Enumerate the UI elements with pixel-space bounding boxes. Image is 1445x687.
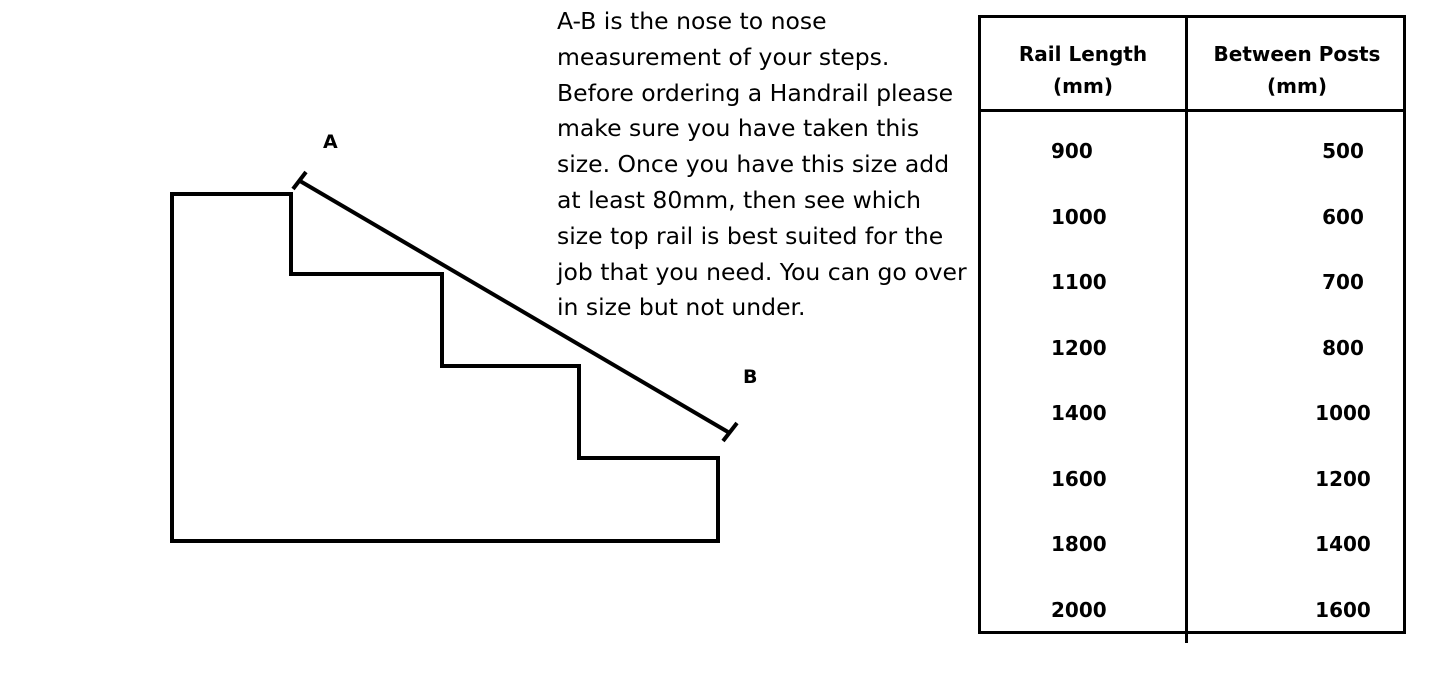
header-between-posts-unit: (mm) — [1267, 74, 1327, 98]
measurement-end-tick-a — [291, 170, 308, 191]
table-row: 1600 1200 — [981, 459, 1403, 499]
between-posts-value: 600 — [1322, 205, 1364, 229]
instruction-line: job that you need. You can go over — [557, 257, 967, 286]
instruction-line: A-B is the nose to nose — [557, 7, 827, 35]
nose-to-nose-measurement-line — [298, 179, 730, 434]
table-header-row: Rail Length (mm) Between Posts (mm) — [981, 18, 1403, 112]
between-posts-value: 1600 — [1315, 598, 1371, 622]
table-row: 1100 700 — [981, 262, 1403, 302]
header-between-posts: Between Posts (mm) — [1188, 38, 1406, 102]
point-label-b: B — [743, 366, 757, 388]
between-posts-value: 500 — [1322, 139, 1364, 163]
instruction-line: size. Once you have this size add — [557, 150, 950, 179]
table-row: 1000 600 — [981, 197, 1403, 237]
staircase-outline — [170, 192, 720, 543]
table-row: 1400 1000 — [981, 393, 1403, 433]
instruction-line: at least 80mm, then see which — [557, 185, 922, 214]
instruction-line: in size but not under. — [557, 293, 806, 322]
between-posts-value: 700 — [1322, 270, 1364, 294]
measurement-end-tick-b — [721, 421, 739, 443]
instruction-line: measurement of your steps. — [557, 42, 890, 71]
column-divider — [1185, 15, 1188, 643]
rail-length-value: 1000 — [1051, 205, 1107, 229]
header-between-posts-title: Between Posts — [1213, 42, 1381, 66]
table-row: 2000 1600 — [981, 590, 1403, 630]
between-posts-value: 1400 — [1315, 532, 1371, 556]
between-posts-value: 800 — [1322, 336, 1364, 360]
instruction-line: make sure you have taken this — [557, 114, 920, 143]
rail-length-value: 1400 — [1051, 401, 1107, 425]
rail-length-value: 1800 — [1051, 532, 1107, 556]
instructions-text: A-B is the nose to nose measurement of y… — [557, 4, 977, 326]
rail-length-value: 1600 — [1051, 467, 1107, 491]
header-rail-length-title: Rail Length — [1018, 42, 1148, 66]
instruction-line: Before ordering a Handrail please — [557, 78, 954, 107]
between-posts-value: 1000 — [1315, 401, 1371, 425]
instruction-line: size top rail is best suited for the — [557, 221, 944, 250]
point-label-a: A — [323, 131, 338, 153]
rail-size-table: Rail Length (mm) Between Posts (mm) 900 … — [978, 15, 1406, 643]
table-row: 1200 800 — [981, 328, 1403, 368]
table-row: 900 500 — [981, 131, 1403, 171]
header-rail-length: Rail Length (mm) — [981, 38, 1185, 102]
rail-length-value: 1100 — [1051, 270, 1107, 294]
rail-length-value: 2000 — [1051, 598, 1107, 622]
staircase-diagram: A B — [170, 131, 757, 543]
between-posts-value: 1200 — [1315, 467, 1371, 491]
rail-length-value: 1200 — [1051, 336, 1107, 360]
table-row: 1800 1400 — [981, 524, 1403, 564]
header-rail-length-unit: (mm) — [1053, 74, 1113, 98]
rail-length-value: 900 — [1051, 139, 1093, 163]
